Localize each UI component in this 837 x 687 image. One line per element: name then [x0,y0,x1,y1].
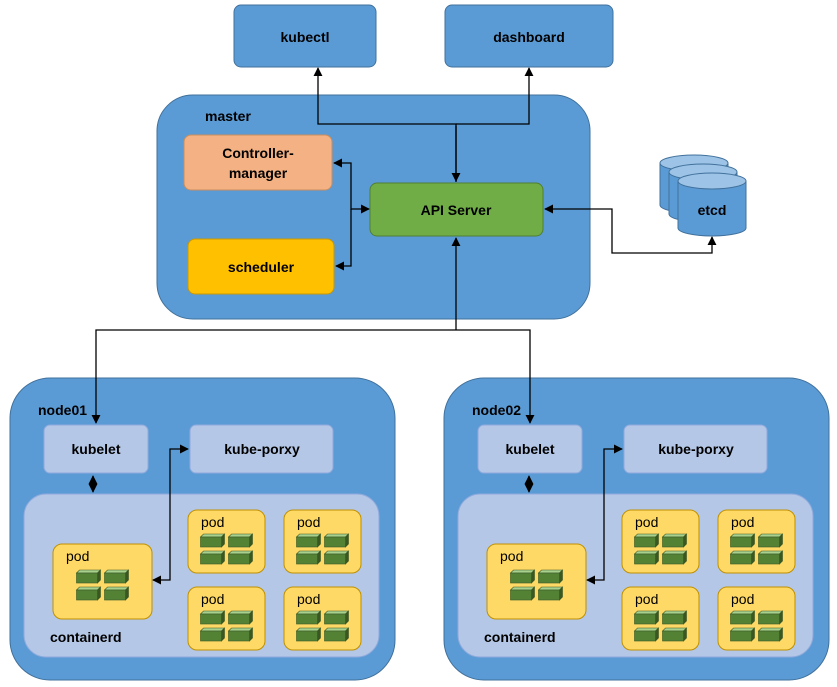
node01-kubelet-box: kubelet [43,424,149,474]
pod-label: pod [500,548,523,564]
container-icon [537,569,564,584]
container-icon [227,627,254,642]
container-icon [227,533,254,548]
container-icon [729,550,756,565]
node01-proxy-pod-connector [152,444,189,585]
controller-manager-line1: Controller- [222,145,294,161]
container-icon [199,550,226,565]
container-icon [633,610,660,625]
container-icon [295,533,322,548]
master-label: master [205,108,251,124]
dashboard-box: dashboard [444,4,614,68]
container-icon [295,627,322,642]
container-icon [729,627,756,642]
container-icon [103,586,130,601]
container-icon [509,569,536,584]
container-icon [323,610,350,625]
container-icon [227,550,254,565]
api-server-box: API Server [369,182,544,237]
etcd-database: etcd [659,154,747,237]
etcd-connector [544,204,717,254]
pod-label: pod [635,591,658,607]
container-icon [633,533,660,548]
kubectl-box: kubectl [233,4,377,68]
node01-connector [91,329,456,424]
node01-pod-2: pod [187,509,266,574]
container-icon [729,610,756,625]
scheduler-connector [335,209,352,271]
container-icon [323,533,350,548]
node01-pod-1: pod [52,543,153,620]
api-server-label: API Server [421,202,492,218]
node02-kubelet-box: kubelet [477,424,583,474]
node02-proxy-pod-connector [586,444,623,585]
pod-label: pod [731,591,754,607]
pod-label: pod [66,548,89,564]
node02-proxy-label: kube-porxy [658,441,734,457]
container-icon [75,569,102,584]
container-icon [757,550,784,565]
node02-proxy-box: kube-porxy [623,424,768,474]
node02-kubelet-label: kubelet [505,441,554,457]
container-icon [323,550,350,565]
node01-proxy-box: kube-porxy [189,424,334,474]
container-icon [729,533,756,548]
pod-label: pod [635,514,658,530]
node02-runtime-label: containerd [484,629,556,645]
connectors [88,67,717,585]
scheduler-label: scheduler [228,259,295,275]
container-icon [633,550,660,565]
node02-pod-4: pod [621,586,700,651]
container-icon [537,586,564,601]
pods-layer: pod pod pod pod pod pod pod pod pod pod [52,509,796,651]
node01-label: node01 [38,402,87,418]
container-icon [633,627,660,642]
pod-label: pod [201,591,224,607]
dashboard-connector [456,67,534,125]
pod-label: pod [297,514,320,530]
node02-pod-5: pod [717,586,796,651]
node01-pod-3: pod [283,509,362,574]
scheduler-box: scheduler [187,238,335,295]
container-icon [661,550,688,565]
controller-manager-connector [333,158,370,214]
container-icon [199,610,226,625]
kubectl-label: kubectl [280,29,329,45]
container-icon [661,610,688,625]
node01-kubelet-label: kubelet [71,441,120,457]
etcd-label: etcd [698,202,727,218]
node01-pod-4: pod [187,586,266,651]
container-icon [757,627,784,642]
node02-pod-1: pod [486,543,587,620]
container-icon [661,627,688,642]
node02-pod-3: pod [717,509,796,574]
container-icon [199,533,226,548]
container-icon [661,533,688,548]
pod-label: pod [201,514,224,530]
controller-manager-box: Controller- manager [183,134,333,191]
dashboard-label: dashboard [493,29,565,45]
container-icon [75,586,102,601]
container-icon [103,569,130,584]
container-icon [295,550,322,565]
master-container: master Controller- manager scheduler API… [156,94,591,320]
pod-label: pod [731,514,754,530]
container-icon [757,610,784,625]
container-icon [295,610,322,625]
container-icon [227,610,254,625]
container-icon [757,533,784,548]
node01-proxy-label: kube-porxy [224,441,300,457]
controller-manager-line2: manager [229,165,288,181]
node02-connector [456,329,535,424]
container-icon [509,586,536,601]
container-icon [323,627,350,642]
node02-pod-2: pod [621,509,700,574]
container-icon [199,627,226,642]
pod-label: pod [297,591,320,607]
node02-label: node02 [472,402,521,418]
node01-pod-5: pod [283,586,362,651]
node01-runtime-label: containerd [50,629,122,645]
